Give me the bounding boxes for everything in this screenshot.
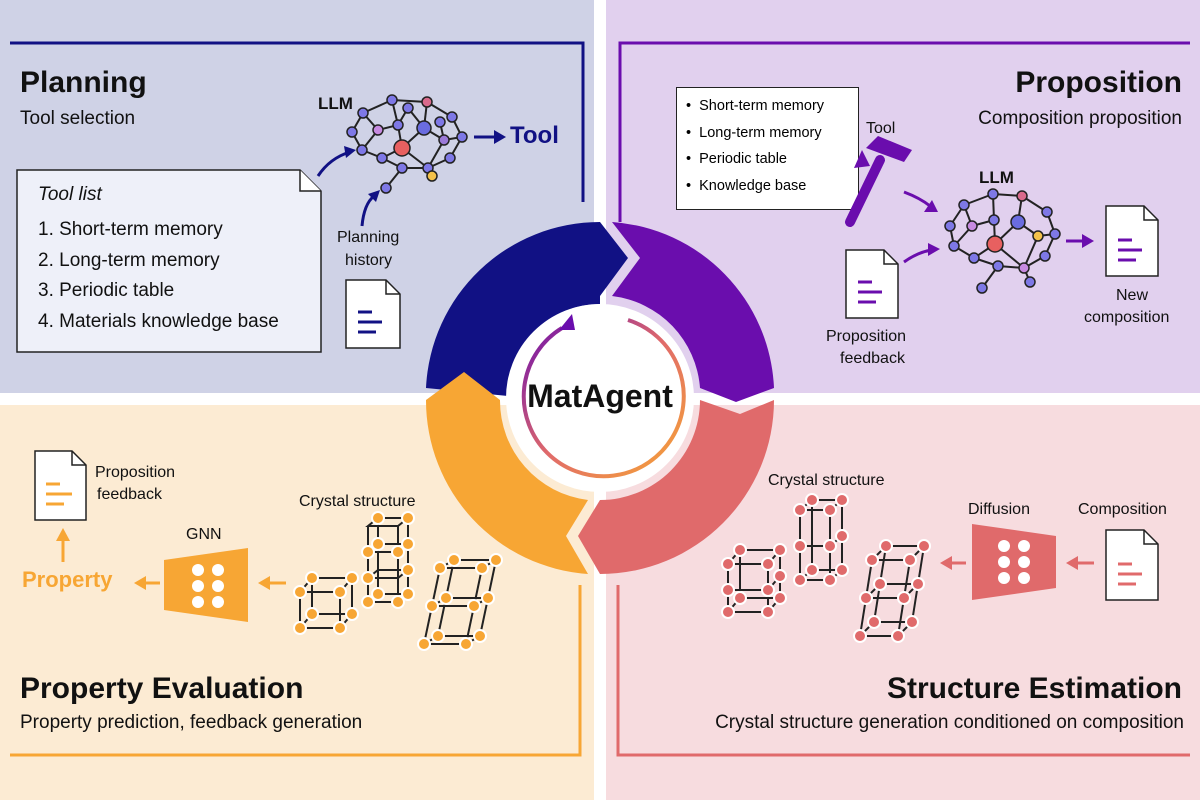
- property-evaluation-subtitle: Property prediction, feedback generation: [20, 712, 363, 733]
- cycle-segment-proposition: [612, 222, 774, 402]
- center-cycle-arrowhead: [559, 314, 575, 330]
- property-crystal-label: Crystal structure: [299, 493, 416, 510]
- tool-to-llm-arrow: [903, 190, 931, 208]
- tool-list-item: 3. Periodic table: [38, 280, 175, 301]
- new-composition-label: New: [1116, 287, 1149, 304]
- center-disk: [506, 304, 694, 492]
- crystal-atoms: [417, 553, 503, 651]
- structure-estimation-title: Structure Estimation: [886, 672, 1182, 705]
- property-evaluation-title: Property Evaluation: [20, 672, 304, 705]
- arrowhead: [134, 576, 146, 590]
- arrowhead: [940, 556, 952, 570]
- arrowhead: [928, 243, 940, 256]
- tool-list-item: 1. Short-term memory: [38, 219, 223, 240]
- crystal-atoms: [361, 511, 415, 609]
- planning-frame: [10, 41, 585, 202]
- new-composition-document-icon: [1105, 205, 1159, 277]
- arrowhead: [344, 146, 356, 158]
- memory-item-label: Knowledge base: [699, 178, 807, 194]
- property-feedback-document-icon: [34, 450, 87, 521]
- diffusion-icon: [972, 524, 1056, 600]
- hammer-icon: [845, 136, 912, 227]
- cycle-segment-property: [425, 372, 588, 574]
- structure-crystal-label: Crystal structure: [768, 472, 885, 489]
- structure-estimation-subtitle: Crystal structure generation conditioned…: [715, 712, 1184, 733]
- composition-label: Composition: [1078, 501, 1167, 518]
- composition-document-icon: [1105, 529, 1159, 601]
- crystal-atoms: [793, 493, 849, 587]
- arrowhead: [1082, 234, 1094, 248]
- crystal-atoms: [853, 539, 931, 643]
- arrowhead: [1066, 556, 1078, 570]
- property-feedback-label: Proposition: [95, 464, 176, 481]
- brain-nodes: [346, 94, 468, 194]
- planning-tool-label: Tool: [510, 122, 559, 149]
- cycle-segment-structure: [578, 400, 774, 574]
- planning-history-label: history: [345, 252, 393, 269]
- gnn-icon: [164, 548, 248, 622]
- crystal-atoms: [293, 571, 359, 635]
- proposition-frame: [618, 41, 1190, 222]
- planning-title: Planning: [20, 66, 147, 99]
- memory-list-box: • Short-term memory • Long-term memory •…: [676, 87, 859, 210]
- memory-item-label: Periodic table: [699, 151, 787, 167]
- memory-item-label: Short-term memory: [699, 98, 825, 114]
- tool-list-item: 2. Long-term memory: [38, 250, 220, 271]
- proposition-title: Proposition: [1015, 66, 1182, 99]
- structure-frame: [616, 585, 1190, 757]
- tool-list-item: 4. Materials knowledge base: [38, 311, 279, 332]
- property-label: Property: [22, 567, 113, 592]
- arrowhead: [258, 576, 270, 590]
- brain-nodes: [944, 188, 1061, 294]
- new-composition-label: composition: [1084, 309, 1170, 326]
- center-cycle-arrow: [521, 318, 686, 479]
- property-feedback-label: feedback: [97, 486, 162, 503]
- arrowhead: [494, 130, 506, 144]
- proposition-feedback-label: feedback: [840, 350, 905, 367]
- planning-history-label: Planning: [337, 229, 400, 246]
- memory-item-label: Long-term memory: [699, 125, 822, 141]
- arrowhead: [368, 190, 380, 202]
- memory-list-item: • Periodic table: [686, 151, 787, 167]
- tool-list-heading: Tool list: [38, 184, 102, 205]
- proposition-tool-label: Tool: [866, 120, 896, 137]
- crystal-atoms: [721, 543, 787, 619]
- proposition-subtitle: Composition proposition: [978, 108, 1182, 129]
- memory-list-item: • Knowledge base: [686, 178, 807, 194]
- arrowhead: [924, 200, 938, 212]
- property-frame: [10, 585, 582, 757]
- planning-history-document-icon: [345, 279, 401, 349]
- diffusion-label: Diffusion: [968, 501, 1030, 518]
- memory-list-item: • Short-term memory: [686, 98, 825, 114]
- memory-list-item: • Long-term memory: [686, 125, 822, 141]
- proposition-llm-label: LLM: [979, 168, 1014, 187]
- cycle-segment-planning: [426, 221, 628, 396]
- planning-llm-label: LLM: [318, 94, 353, 113]
- planning-subtitle: Tool selection: [20, 108, 136, 129]
- center-label: MatAgent: [527, 378, 673, 414]
- proposition-feedback-document-icon: [845, 249, 899, 319]
- proposition-feedback-label: Proposition: [826, 328, 907, 345]
- arrowhead: [56, 528, 70, 541]
- gnn-label: GNN: [186, 526, 222, 543]
